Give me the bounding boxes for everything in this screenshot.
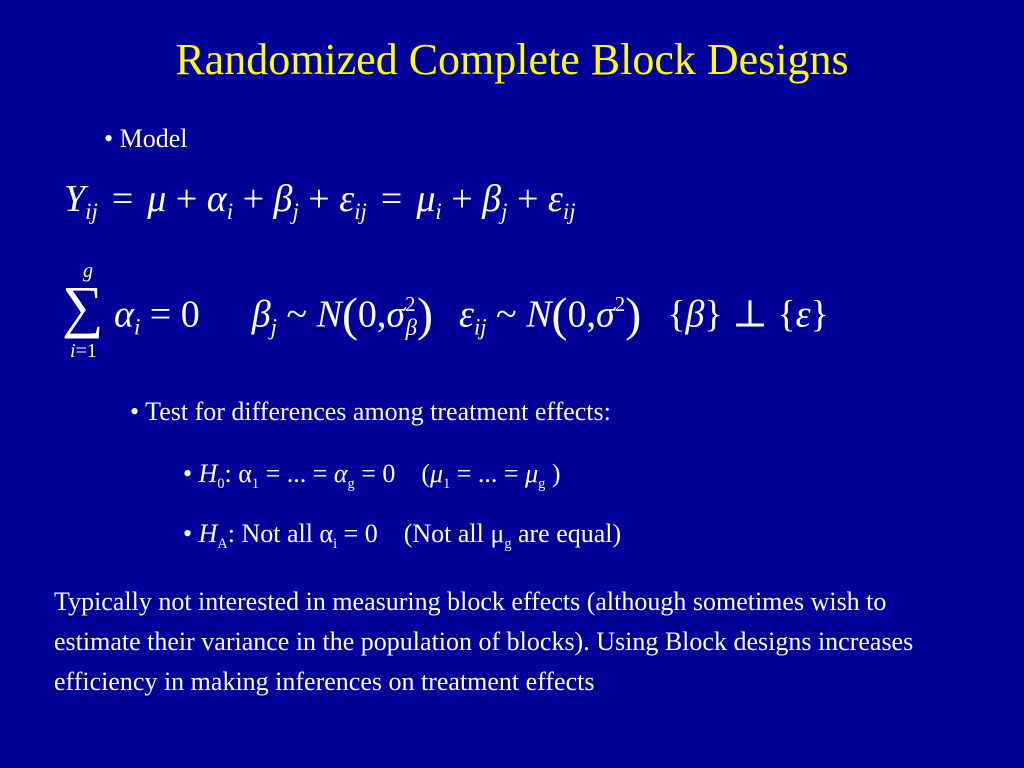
bullet-model: • Model — [104, 124, 188, 153]
model-equation: Yij=μ + αi + βj + εij=μi + βj + εij — [64, 178, 576, 224]
slide-title: Randomized Complete Block Designs — [175, 35, 849, 84]
explanation-paragraph: Typically not interested in measuring bl… — [54, 587, 914, 696]
ha-paren-text: (Not all μ — [403, 519, 505, 548]
summation-symbol: g ∑ i=1 — [62, 260, 104, 362]
bullet-null-hypothesis: • H0: α1 = ... = αg = 0(μ1 = ... = μg ) — [183, 459, 561, 493]
h0-text: : α — [224, 459, 252, 488]
ha-text: : Not all α — [227, 519, 334, 548]
ha-tail-text: are equal) — [511, 519, 622, 548]
bullet-test: • Test for differences among treatment e… — [130, 397, 611, 426]
bullet-alt-hypothesis: • HA: Not all αi = 0(Not all μg are equa… — [183, 519, 622, 553]
